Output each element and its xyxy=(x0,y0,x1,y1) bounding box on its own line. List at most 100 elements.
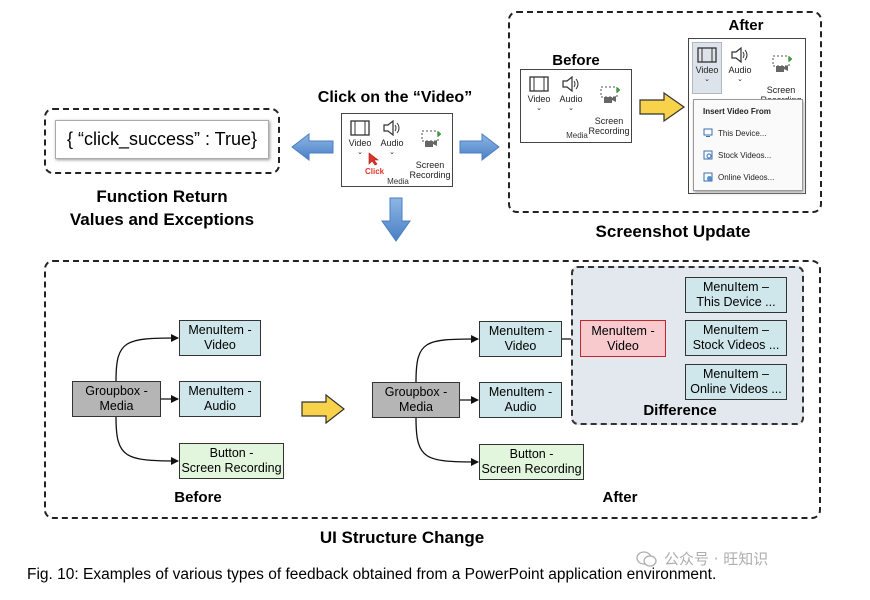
speaker-icon xyxy=(562,76,579,92)
insert-video-menu-header: Insert Video From xyxy=(703,107,771,116)
ribbon-video-button[interactable]: Video ⌄ xyxy=(346,120,374,158)
after-button-screen-node: Button - Screen Recording xyxy=(479,444,584,480)
ribbon-audio-button[interactable]: Audio ⌄ xyxy=(378,120,406,158)
function-return-caption-2: Values and Exceptions xyxy=(69,210,255,229)
after-screen-recording-button[interactable]: Screen Recording xyxy=(759,45,803,105)
node-line: Audio xyxy=(504,400,537,414)
before-audio-button[interactable]: Audio ⌄ xyxy=(557,76,585,114)
after-groupbox-node: Groupbox - Media xyxy=(372,382,460,418)
before-menuitem-video-node: MenuItem - Video xyxy=(179,320,261,356)
node-line: MenuItem – xyxy=(702,280,769,294)
node-line: Audio xyxy=(204,399,236,413)
node-line: MenuItem - xyxy=(188,384,252,398)
node-line: MenuItem - xyxy=(188,323,252,337)
blue-arrow-right xyxy=(459,132,500,162)
chevron-down-icon: ⌄ xyxy=(704,76,710,83)
chevron-down-icon: ⌄ xyxy=(389,149,395,156)
node-line: MenuItem – xyxy=(702,367,769,381)
node-line: Media xyxy=(99,399,134,413)
after-menuitem-audio-node: MenuItem - Audio xyxy=(479,382,562,418)
new-menuitem-stock-videos-node: MenuItem – Stock Videos ... xyxy=(685,320,787,356)
screenshot-before-ribbon: Video ⌄ Audio ⌄ Screen Recording Media xyxy=(520,69,632,143)
node-line: Stock Videos ... xyxy=(692,338,780,352)
after-video-button-content: Video ⌄ xyxy=(693,47,721,85)
watermark-text: 公众号 · 旺知识 xyxy=(664,550,769,568)
new-menuitem-this-device-node: MenuItem – This Device ... xyxy=(685,277,787,313)
edge-after-screen xyxy=(415,417,479,466)
node-line: Online Videos ... xyxy=(690,382,782,396)
menu-item-this-device[interactable]: This Device... xyxy=(703,128,766,138)
node-line: This Device ... xyxy=(696,295,776,309)
yellow-arrow-structure xyxy=(301,393,345,425)
edge-after-video xyxy=(415,335,479,383)
before-menuitem-audio-node: MenuItem - Audio xyxy=(179,381,261,417)
node-line: Groupbox - xyxy=(384,385,448,399)
before-group-label: Media xyxy=(566,131,588,140)
after-audio-button[interactable]: Audio ⌄ xyxy=(726,47,754,85)
chevron-down-icon: ⌄ xyxy=(536,105,542,112)
menu-item-this-device-label: This Device... xyxy=(718,128,767,138)
return-code: { “click_success” : True} xyxy=(66,129,258,149)
ribbon-video-label: Video xyxy=(348,138,372,148)
node-line: Screen Recording xyxy=(181,461,282,475)
speaker-icon xyxy=(383,120,400,136)
node-line: MenuItem - xyxy=(488,385,553,399)
click-label: Click xyxy=(365,167,385,176)
film-icon xyxy=(697,47,717,63)
globe-icon xyxy=(703,172,713,182)
device-icon xyxy=(703,128,713,137)
figure-caption: Fig. 10: Examples of various types of fe… xyxy=(27,566,717,583)
blue-arrow-left xyxy=(291,132,334,162)
screen-recording-icon xyxy=(421,130,441,147)
before-screen-recording-label: Screen Recording xyxy=(588,116,630,136)
action-ribbon: Video ⌄ Audio ⌄ Screen Recording Click M… xyxy=(341,113,453,187)
node-line: Video xyxy=(607,338,639,353)
difference-label: Difference xyxy=(643,402,717,419)
node-line: Groupbox - xyxy=(85,384,148,398)
before-groupbox-node: Groupbox - Media xyxy=(72,381,161,417)
watermark: 公众号 · 旺知识 xyxy=(636,548,768,569)
stock-video-icon xyxy=(703,150,713,160)
chevron-down-icon: ⌄ xyxy=(568,105,574,112)
expanded-menuitem-video-node: MenuItem - Video xyxy=(580,320,666,357)
screen-recording-icon xyxy=(600,86,620,103)
menu-item-online-videos-label: Online Videos... xyxy=(718,172,775,182)
structure-before-label: Before xyxy=(174,489,222,506)
menu-item-online-videos[interactable]: Online Videos... xyxy=(703,172,774,182)
before-button-screen-node: Button - Screen Recording xyxy=(179,443,284,479)
screen-recording-icon xyxy=(772,55,792,72)
structure-after-label: After xyxy=(602,489,638,506)
chevron-down-icon: ⌄ xyxy=(357,149,363,156)
function-return-box xyxy=(44,108,280,174)
before-video-label: Video xyxy=(527,94,551,104)
after-video-button[interactable] xyxy=(692,42,722,94)
after-video-label: Video xyxy=(695,65,719,75)
node-line: Button - xyxy=(509,447,554,461)
new-menuitem-online-videos-node: MenuItem – Online Videos ... xyxy=(685,364,787,400)
node-line: Video xyxy=(204,338,236,352)
cursor-icon xyxy=(368,152,379,166)
node-line: Button - xyxy=(209,446,254,460)
before-audio-label: Audio xyxy=(559,94,583,104)
ribbon-group-label: Media xyxy=(387,177,409,186)
screenshot-after-ribbon: Video ⌄ Audio ⌄ Screen Recording Insert … xyxy=(688,38,806,194)
yellow-arrow-screenshot xyxy=(639,91,686,123)
edge-before-video xyxy=(115,334,179,382)
film-icon xyxy=(529,76,549,92)
menu-item-stock-videos[interactable]: Stock Videos... xyxy=(703,150,771,160)
ribbon-screen-recording-button[interactable]: Screen Recording xyxy=(408,120,452,180)
ribbon-audio-label: Audio xyxy=(380,138,404,148)
node-line: MenuItem – xyxy=(702,323,769,337)
ui-structure-box xyxy=(44,260,821,519)
wechat-icon xyxy=(636,550,657,567)
chevron-down-icon: ⌄ xyxy=(737,76,743,83)
node-line: MenuItem - xyxy=(488,324,553,338)
after-menuitem-video-node: MenuItem - Video xyxy=(479,321,562,357)
edge-before-screen xyxy=(115,416,179,465)
screenshot-after-label: After xyxy=(728,17,764,34)
screenshot-before-label: Before xyxy=(552,52,600,69)
node-line: Video xyxy=(504,339,537,353)
before-screen-recording-button[interactable]: Screen Recording xyxy=(587,76,631,136)
before-video-button[interactable]: Video ⌄ xyxy=(525,76,553,114)
